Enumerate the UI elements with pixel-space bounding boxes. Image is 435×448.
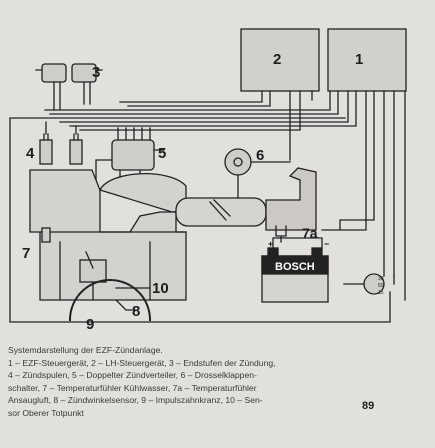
double-distributor <box>111 139 155 171</box>
callout-8: 8 <box>132 303 140 320</box>
callout-9: 9 <box>86 316 94 333</box>
battery-brand-label: BOSCH <box>275 261 315 273</box>
callout-10: 10 <box>152 280 169 297</box>
intake-air-temp-sensor <box>275 225 287 243</box>
caption-line: Ansaugluft, 8 – Zündwinkelsensor, 9 – Im… <box>8 395 263 406</box>
caption-line: Systemdarstellung der EZF-Zündanlage. <box>8 345 163 355</box>
wiring-to-ecu-2 <box>119 90 271 107</box>
switch-label-50: 50 <box>378 283 384 289</box>
battery-plus-label: + <box>268 239 273 249</box>
ring-gear <box>68 279 152 322</box>
output-stage-left <box>41 63 67 83</box>
throttle-switch <box>224 148 252 176</box>
ignition-coil-right <box>69 139 83 165</box>
control-unit-1-box <box>327 28 407 92</box>
callout-2: 2 <box>273 51 281 68</box>
caption-line: 4 – Zündspulen, 5 – Doppelter Zündvertei… <box>8 370 257 381</box>
wiring-frame <box>9 90 406 323</box>
page-number: 89 <box>362 400 375 412</box>
intake-plenum <box>99 173 187 213</box>
wiring-harness-right <box>321 90 395 277</box>
callout-7: 7 <box>22 245 30 262</box>
figure-caption: Systemdarstellung der EZF-Zündanlage. 1 … <box>8 344 338 420</box>
angle-sensor <box>115 299 135 311</box>
caption-line: schalter, 7 – Temperaturfühler Kühlwasse… <box>8 382 257 393</box>
callout-7a: 7a <box>302 225 318 241</box>
piston <box>79 259 107 283</box>
callout-6: 6 <box>256 147 264 164</box>
caption-line: 1 – EZF-Steuergerät, 2 – LH-Steuergerät,… <box>8 357 276 368</box>
intake-pipe <box>175 197 267 227</box>
ignition-coil-left <box>39 139 53 165</box>
callout-5: 5 <box>158 145 166 162</box>
callout-4: 4 <box>26 145 35 162</box>
battery-minus-label: − <box>324 239 329 249</box>
air-inlet-duct <box>265 167 317 231</box>
caption-line: sor Oberer Totpunkt <box>8 407 84 418</box>
ignition-system-diagram: 1 2 3 4 5 6 7 7a 8 9 10 BOSCH + − 30 50 … <box>9 28 407 333</box>
callout-3: 3 <box>92 64 100 81</box>
callout-1: 1 <box>355 51 363 68</box>
switch-label-30: 30 <box>378 276 384 282</box>
wiring-harness-upper <box>44 90 357 161</box>
coolant-temp-sensor <box>41 227 51 243</box>
switch-label-15: 15 <box>378 290 384 296</box>
control-unit-2-box <box>240 28 320 92</box>
